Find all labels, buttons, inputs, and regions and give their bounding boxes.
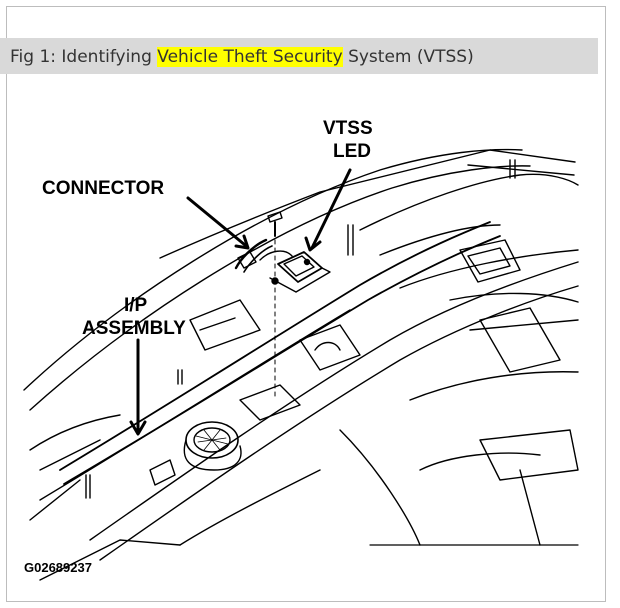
caption-highlight: Vehicle Theft Security: [157, 47, 343, 67]
figure-code: G02689237: [24, 560, 92, 575]
vtss-label-line2: LED: [333, 141, 371, 162]
caption-suffix: System (VTSS): [342, 47, 474, 67]
caption-bar: Fig 1: Identifying Vehicle Theft Securit…: [0, 38, 598, 74]
connector-label: CONNECTOR: [42, 178, 165, 199]
ip-label-line1: I/P: [124, 295, 148, 316]
vtss-label-line1: VTSS: [323, 118, 373, 139]
figure-caption: Fig 1: Identifying Vehicle Theft Securit…: [10, 47, 474, 67]
ip-label-line2: ASSEMBLY: [82, 318, 186, 339]
figure-frame: [6, 6, 606, 602]
caption-prefix: Fig 1: Identifying: [10, 47, 158, 67]
